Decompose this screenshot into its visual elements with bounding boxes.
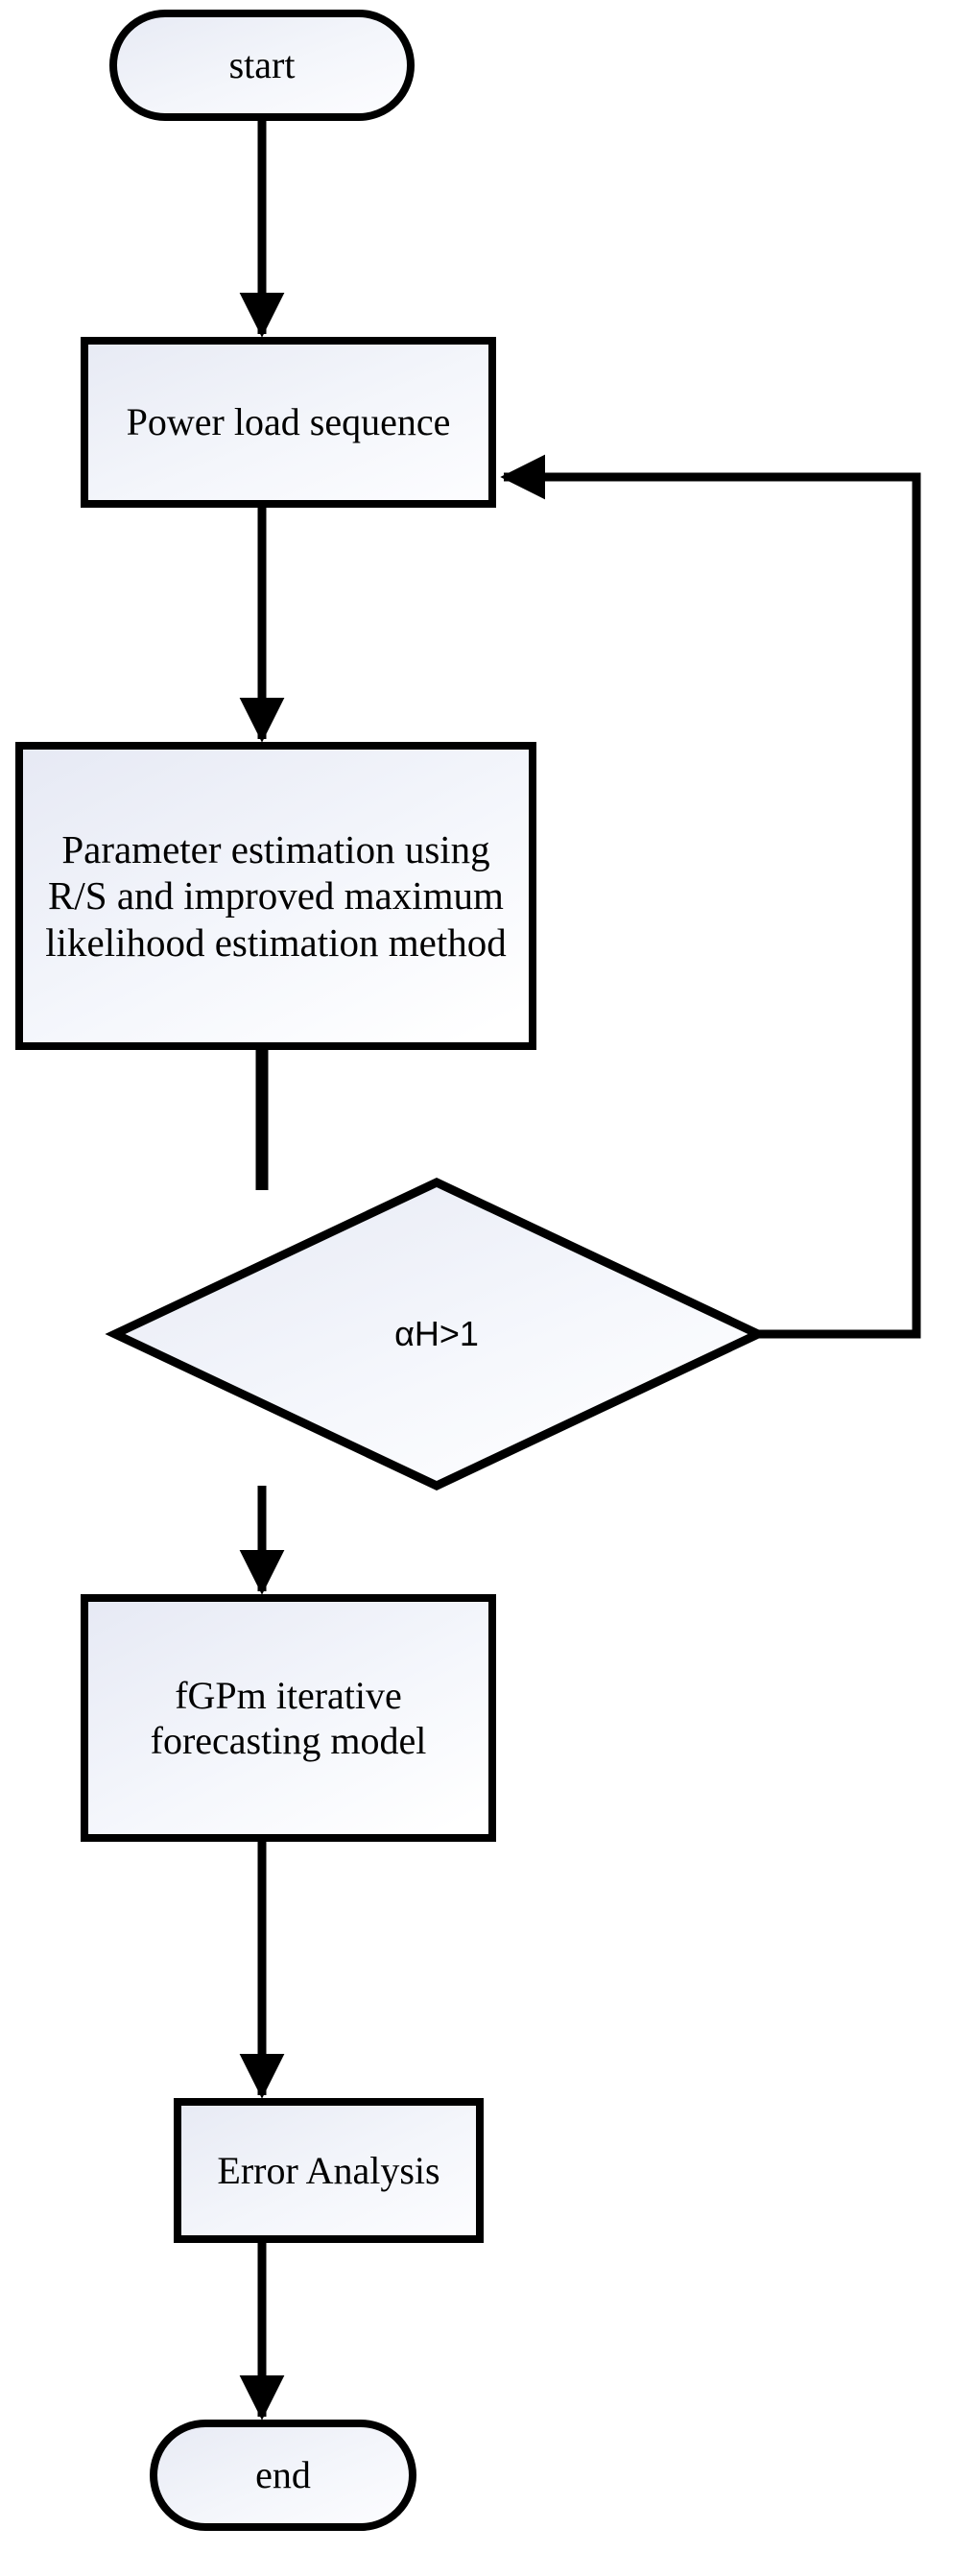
node-start[interactable] [109,10,415,121]
node-error-analysis[interactable] [174,2098,484,2243]
node-end[interactable] [150,2420,416,2531]
node-parameter-estimation[interactable] [15,742,536,1050]
node-power-load-sequence[interactable] [81,337,496,508]
node-alpha-h-decision[interactable] [105,1178,769,1491]
node-fgpm-model[interactable] [81,1594,496,1842]
connector-decision-loopback-to-power-load [500,454,921,1339]
